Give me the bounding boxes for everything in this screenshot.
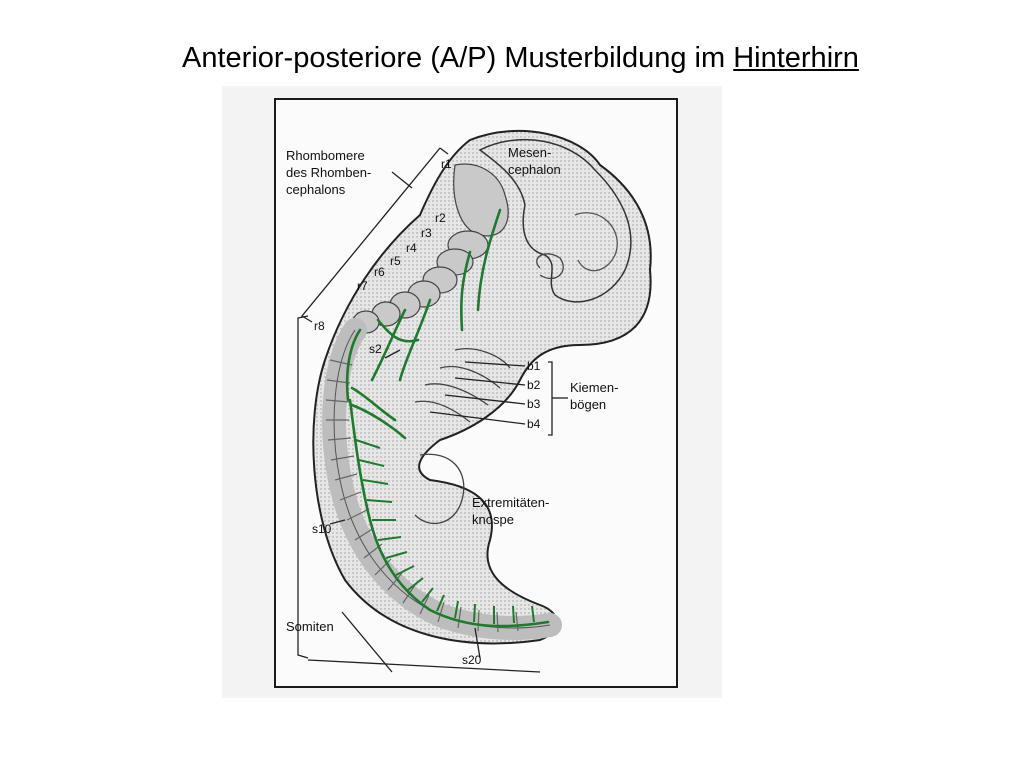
label-rhombomere-1: Rhombomere	[286, 148, 365, 163]
label-somiten: Somiten	[286, 619, 334, 634]
label-b2: b2	[527, 378, 541, 392]
limb-bud	[414, 453, 465, 524]
label-r5: r5	[390, 254, 401, 268]
label-r2: r2	[435, 211, 446, 225]
labels: Rhombomere des Rhomben- cephalons Mesen-…	[286, 145, 618, 667]
label-kiemen-2: bögen	[570, 397, 606, 412]
brain-fold	[574, 212, 618, 272]
annotation-lines	[297, 147, 568, 673]
label-r8: r8	[314, 319, 325, 333]
label-extremitaeten-2: knospe	[472, 512, 514, 527]
eye-vesicle	[536, 253, 564, 280]
label-rhombomere-3: cephalons	[286, 182, 346, 197]
label-s2: s2	[369, 342, 382, 356]
label-mesencephalon-2: cephalon	[508, 162, 561, 177]
label-mesencephalon-1: Mesen-	[508, 145, 551, 160]
slide-title: Anterior-posteriore (A/P) Musterbildung …	[182, 42, 859, 75]
mesencephalon	[478, 138, 632, 303]
label-kiemen-1: Kiemen-	[570, 380, 618, 395]
label-rhombomere-2: des Rhomben-	[286, 165, 371, 180]
label-b4: b4	[527, 417, 541, 431]
label-r1: r1	[441, 157, 452, 171]
spinal-nerve-branches	[355, 439, 535, 624]
title-link-hinterhirn[interactable]: Hinterhirn	[733, 42, 859, 74]
label-r4: r4	[406, 241, 417, 255]
label-r3: r3	[421, 226, 432, 240]
label-r6: r6	[374, 265, 385, 279]
cranial-spinal-nerves	[345, 208, 550, 628]
label-b3: b3	[527, 397, 541, 411]
title-text: Anterior-posteriore (A/P) Musterbildung …	[182, 42, 734, 74]
label-r7: r7	[357, 279, 368, 293]
label-extremitaeten-1: Extremitäten-	[472, 495, 549, 510]
label-s20: s20	[462, 653, 482, 667]
label-s10: s10	[312, 522, 332, 536]
label-b1: b1	[527, 359, 541, 373]
somite-ticks	[325, 359, 519, 633]
